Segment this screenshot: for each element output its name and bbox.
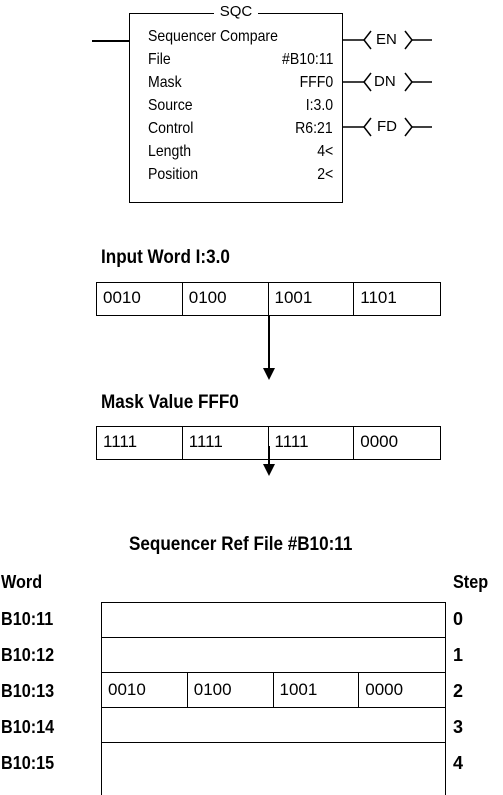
ref-file-row (101, 602, 446, 638)
sqc-mask-label: Mask (148, 74, 182, 91)
sqc-source-label: Source (148, 97, 193, 114)
sqc-row-label: Sequencer Compare (148, 28, 278, 45)
sqc-source-value: I:3.0 (305, 97, 333, 114)
sqc-instruction-block: SQC Sequencer Compare File #B10:11 Mask … (129, 3, 343, 203)
sqc-control-label: Control (148, 120, 194, 137)
word-address: B10:13 (1, 681, 55, 701)
word-address: B10:15 (1, 753, 55, 773)
sqc-file-value: #B10:11 (281, 51, 333, 68)
coil-en-label: EN (376, 31, 397, 48)
input-bit-group: 0100 (183, 283, 269, 315)
sqc-position-label: Position (148, 166, 199, 183)
flow-arrowhead-2 (263, 464, 275, 476)
sqc-file-label: File (148, 51, 171, 68)
coil-dn (343, 72, 432, 92)
input-bit-group: 0010 (97, 283, 183, 315)
word-address: B10:14 (1, 717, 55, 737)
mask-value-heading: Mask Value FFF0 (101, 392, 239, 413)
flow-arrow-line-2 (268, 446, 270, 466)
input-bit-group: 1001 (269, 283, 355, 315)
step-column-header: Step (453, 572, 489, 592)
ref-file-heading: Sequencer Ref File #B10:11 (129, 534, 353, 555)
input-word-heading: Input Word I:3.0 (101, 247, 230, 268)
flow-arrowhead-1 (263, 368, 275, 380)
ref-file-row (101, 707, 446, 743)
word-address: B10:12 (1, 645, 55, 665)
rung-input-line (92, 40, 129, 42)
mask-bit-group: 0000 (360, 432, 399, 451)
output-coils (343, 30, 432, 137)
sqc-control-value: R6:21 (295, 120, 333, 137)
coil-fd (343, 117, 432, 137)
mask-bit-group: 1111 (97, 427, 183, 459)
sqc-title: SQC (130, 3, 342, 20)
mask-bit-group: 1111 (269, 427, 355, 459)
input-bit-group: 1101 (360, 288, 397, 307)
ref-bit-group: 1001 (274, 673, 360, 707)
ref-bit-group: 0010 (102, 673, 188, 707)
step-number: 0 (453, 609, 464, 629)
ref-file-row-active: 0010 0100 1001 0000 (101, 672, 446, 708)
coil-fd-label: FD (377, 118, 397, 135)
ref-file-row (101, 637, 446, 673)
sqc-position-value: 2< (316, 166, 333, 183)
sqc-length-label: Length (148, 143, 192, 160)
step-number: 4 (453, 753, 464, 773)
input-word-row: 0010 0100 1001 1101 (96, 282, 441, 316)
flow-arrow-line-1 (268, 316, 270, 370)
step-number: 2 (453, 681, 464, 701)
coil-dn-label: DN (374, 73, 396, 90)
coil-en (343, 30, 432, 50)
step-number: 1 (453, 645, 464, 665)
mask-bit-group: 1111 (183, 427, 269, 459)
word-column-header: Word (1, 572, 43, 592)
ref-file-row (101, 742, 446, 795)
ref-bit-group: 0100 (188, 673, 274, 707)
word-address: B10:11 (1, 609, 54, 629)
ref-bit-group: 0000 (365, 680, 404, 699)
sqc-length-value: 4< (316, 143, 333, 160)
step-number: 3 (453, 717, 464, 737)
sqc-mask-value: FFF0 (299, 74, 333, 91)
